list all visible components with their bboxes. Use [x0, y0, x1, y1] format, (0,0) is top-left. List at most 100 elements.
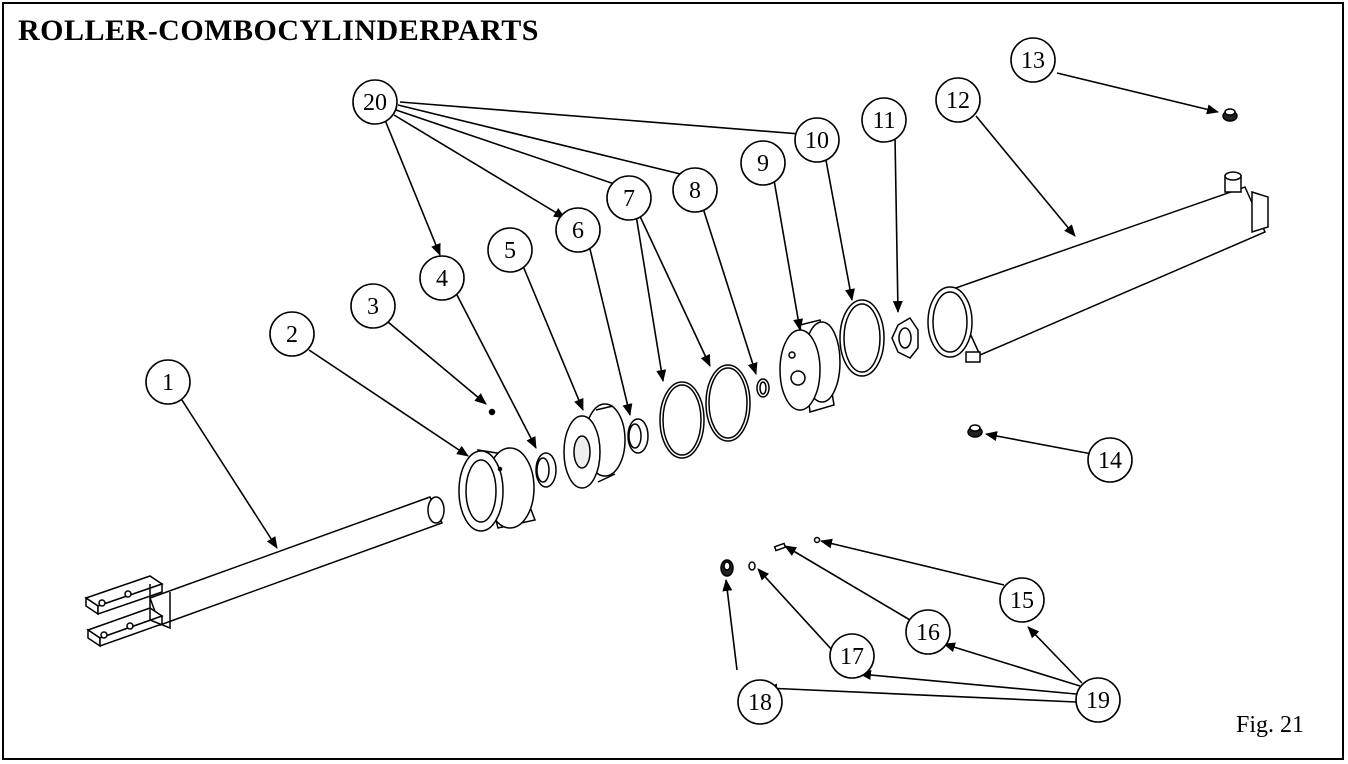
leader-16: [784, 545, 911, 621]
leader-18: [722, 579, 738, 671]
callout-circle: [419, 255, 465, 301]
callout-20: 20: [352, 79, 398, 125]
part-3-ball: [488, 408, 496, 416]
callout-number: 2: [286, 322, 298, 348]
part-11-hex-nut: [891, 316, 919, 359]
callout-circle: [555, 207, 601, 253]
diagram-title: ROLLER-COMBOCYLINDERPARTS: [18, 14, 539, 47]
part-6-seal: [627, 418, 649, 454]
callout-18: 18: [737, 679, 783, 725]
figure-label: Fig. 21: [1236, 712, 1305, 738]
callout-13: 13: [1010, 37, 1056, 83]
callout-number: 7: [623, 186, 635, 212]
callout-3: 3: [350, 283, 396, 329]
callout-number: 15: [1010, 588, 1034, 614]
part-13-plug: [1222, 108, 1238, 122]
leader-6: [588, 244, 633, 416]
callout-1: 1: [145, 359, 191, 405]
callout-circle: [352, 79, 398, 125]
leader-13: [1056, 72, 1219, 115]
leader-20-8: [397, 104, 706, 183]
callout-number: 4: [436, 266, 448, 292]
callout-circle: [737, 679, 783, 725]
callout-15: 15: [999, 577, 1045, 623]
part-18-spring: [720, 559, 734, 577]
leader-2: [308, 349, 469, 457]
callout-circle: [672, 167, 718, 213]
callout-8: 8: [672, 167, 718, 213]
callout-5: 5: [487, 227, 533, 273]
leader-3: [387, 321, 487, 405]
leader-4: [456, 294, 537, 449]
leader-20-7: [395, 109, 639, 194]
leader-19-18: [765, 683, 1077, 703]
callout-circle: [145, 359, 191, 405]
callout-number: 18: [748, 690, 772, 716]
part-2-gland: [458, 447, 537, 532]
callout-14: 14: [1087, 437, 1133, 483]
callout-number: 3: [367, 294, 379, 320]
callout-number: 19: [1086, 688, 1110, 714]
callout-circle: [1010, 37, 1056, 83]
callout-number: 9: [757, 151, 769, 177]
leader-19-17: [859, 670, 1077, 695]
leader-17: [757, 568, 833, 651]
callout-circle: [269, 311, 315, 357]
callout-10: 10: [794, 117, 840, 163]
callout-7: 7: [606, 175, 652, 221]
callout-number: 20: [363, 90, 387, 116]
callout-6: 6: [555, 207, 601, 253]
leader-19-15: [1027, 626, 1083, 684]
callout-number: 17: [840, 644, 864, 670]
part-7-o-ring: [659, 381, 705, 459]
callout-11: 11: [861, 97, 907, 143]
callout-number: 11: [872, 108, 895, 134]
callout-number: 13: [1021, 48, 1045, 74]
part-5-piston: [563, 403, 626, 489]
leader-12: [975, 115, 1076, 237]
part-17-ring: [748, 561, 756, 571]
callout-circle: [905, 609, 951, 655]
callout-16: 16: [905, 609, 951, 655]
callout-circle: [935, 77, 981, 123]
part-9-piston-head: [779, 319, 841, 413]
callout-circle: [606, 175, 652, 221]
part-12-cylinder-barrel: [927, 171, 1269, 363]
leader-7a: [635, 214, 667, 382]
leader-20-6: [393, 114, 566, 219]
leader-14: [985, 431, 1093, 455]
callout-number: 14: [1098, 448, 1122, 474]
callout-circle: [487, 227, 533, 273]
callout-circle: [829, 633, 875, 679]
callout-number: 12: [946, 88, 970, 114]
part-16-pin: [773, 542, 787, 552]
leader-10: [824, 154, 855, 301]
callout-circle: [1087, 437, 1133, 483]
callout-circle: [794, 117, 840, 163]
callout-circle: [861, 97, 907, 143]
part-4-seal: [535, 452, 557, 488]
part-1-rod-clevis: [84, 496, 445, 648]
leader-7b: [637, 211, 711, 367]
leader-19-16: [943, 642, 1081, 687]
callout-12: 12: [935, 77, 981, 123]
callout-2: 2: [269, 311, 315, 357]
leader-1: [179, 396, 278, 549]
callout-circle: [999, 577, 1045, 623]
callout-circle: [1075, 677, 1121, 723]
callout-number: 6: [572, 218, 584, 244]
callout-number: 5: [504, 238, 516, 264]
leader-11: [892, 136, 903, 313]
leader-5: [522, 265, 584, 411]
leader-20-10: [399, 101, 826, 141]
part-14-plug: [967, 424, 983, 438]
leader-8: [701, 204, 758, 375]
leader-20-4: [384, 119, 441, 256]
callout-number: 1: [162, 370, 174, 396]
callout-17: 17: [829, 633, 875, 679]
callout-4: 4: [419, 255, 465, 301]
callout-number: 8: [689, 178, 701, 204]
